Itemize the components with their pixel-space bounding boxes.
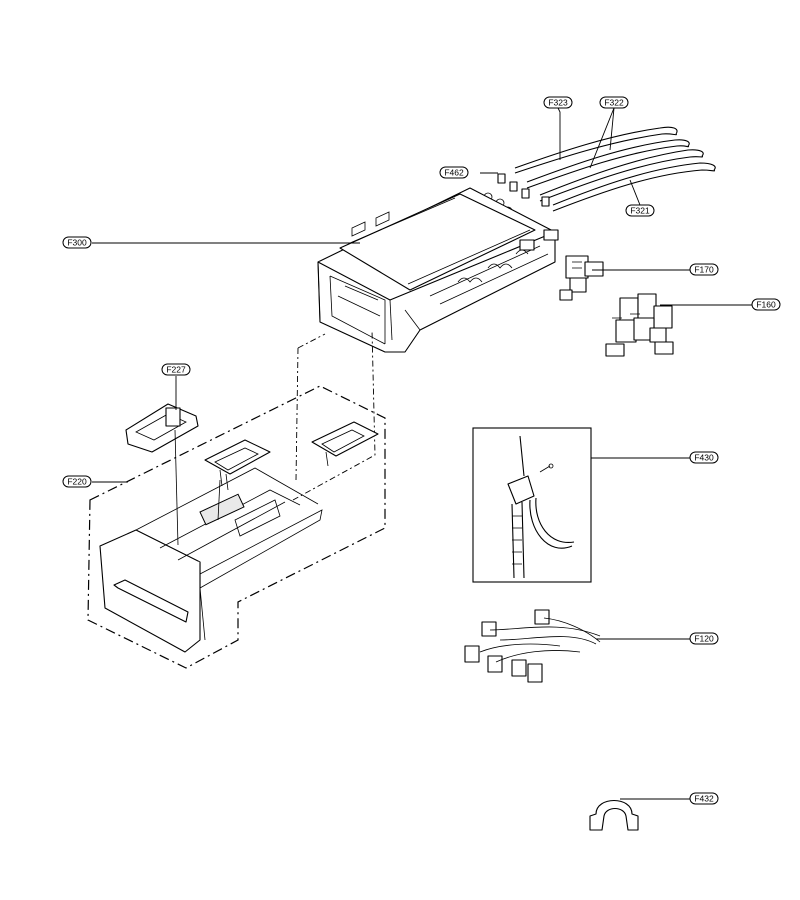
callout-F120: F120 [689,632,719,645]
drawer-assembly-boundary [87,385,386,669]
single-water-valve [559,255,604,301]
callout-label: F227 [166,365,186,375]
callout-F322: F322 [599,96,629,109]
callout-F321: F321 [625,204,655,217]
drain-hose [507,435,575,579]
callout-F432: F432 [689,792,719,805]
callout-label: F300 [67,238,87,248]
leader-lines [92,107,752,800]
callout-label: F323 [548,98,568,108]
callout-F227: F227 [161,363,191,376]
callout-label: F432 [694,794,714,804]
callout-F300: F300 [62,236,92,249]
softener-cover [204,439,271,491]
callout-F430: F430 [689,451,719,464]
triple-water-valve [605,293,674,357]
callout-F220: F220 [62,475,92,488]
callout-F323: F323 [543,96,573,109]
dispenser-drawer [99,467,323,653]
bleach-cover [311,421,379,467]
phantom-line-left [295,347,299,481]
cap-drop-line [174,429,179,546]
inlet-hoses [483,126,716,216]
wiring-harness [464,609,601,683]
callout-label: F160 [756,300,776,310]
callout-label: F462 [444,168,464,178]
dispenser-housing [317,187,559,353]
callout-label: F120 [694,634,714,644]
hose-clip [589,800,639,831]
callout-label: F220 [67,477,87,487]
siphon-cap [125,403,199,453]
callout-F170: F170 [689,263,719,276]
callout-F160: F160 [751,298,781,311]
callout-label: F322 [604,98,624,108]
callout-label: F430 [694,453,714,463]
phantom-line-top [297,333,326,349]
phantom-line-right [292,329,376,501]
cover-drop-line [217,479,221,521]
callout-label: F170 [694,265,714,275]
drain-hose-boundary [472,427,592,583]
callout-F462: F462 [439,166,469,179]
callout-label: F321 [630,206,650,216]
